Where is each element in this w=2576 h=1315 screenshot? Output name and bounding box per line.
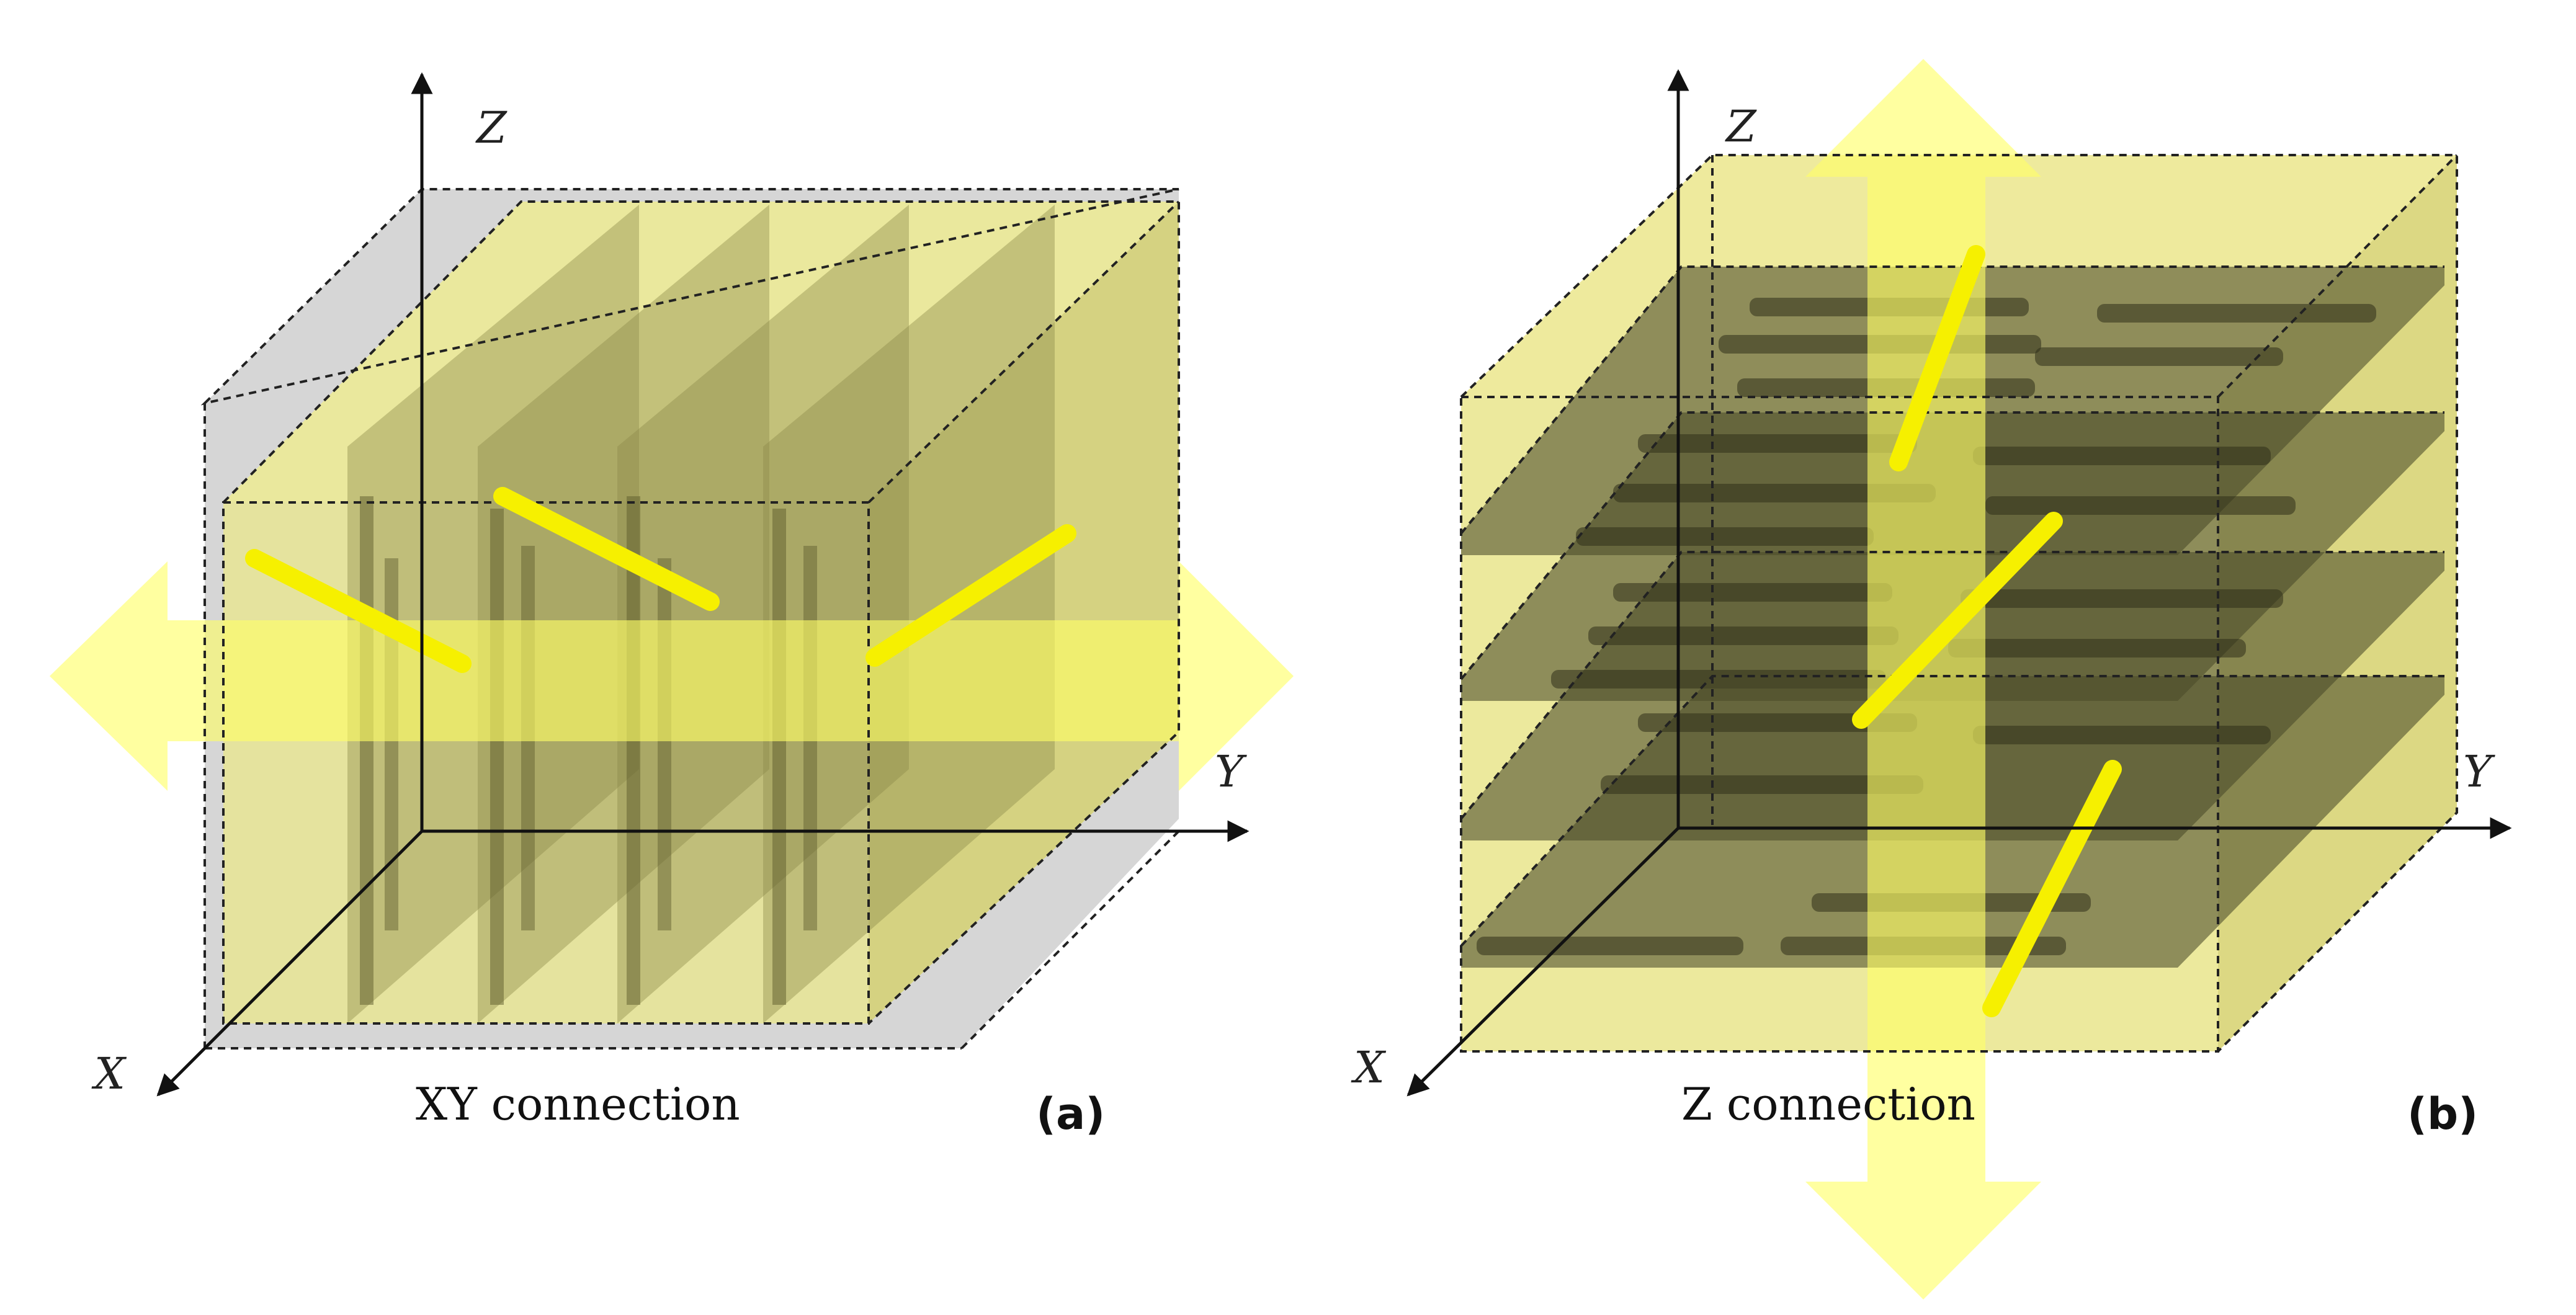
panel-b-z-double-arrow xyxy=(1805,59,2041,1299)
short-fiber xyxy=(1889,245,1985,471)
panel-a-short-fibers xyxy=(245,487,1076,673)
panel-b-y-axis-label: Y xyxy=(2463,746,2495,797)
panel-b-z-axis-label: Z xyxy=(1725,101,1757,152)
panel-b-box-outline xyxy=(1460,154,2458,1053)
panel-b-axes xyxy=(1407,69,2512,1097)
panel-a-letter: (a) xyxy=(1036,1089,1105,1139)
short-fiber xyxy=(245,549,472,673)
short-fiber xyxy=(493,487,720,611)
short-fiber xyxy=(865,524,1076,667)
panel-b-letter: (b) xyxy=(2407,1089,2478,1139)
panel-a-box-outline xyxy=(200,188,1180,1050)
panel-a: Z Y X XY connection (a) xyxy=(50,72,1294,1139)
panel-a-z-axis-label: Z xyxy=(475,102,508,153)
panel-b-short-fibers xyxy=(1852,245,2122,1017)
short-fiber xyxy=(1852,512,2063,729)
panel-b: Z Y X Z connection (b) xyxy=(1351,59,2512,1299)
panel-a-xy-double-arrow xyxy=(50,561,1294,791)
panel-a-y-axis-label: Y xyxy=(1215,746,1247,797)
panel-a-composite-box xyxy=(223,202,1179,1023)
panel-a-x-axis-label: X xyxy=(91,1048,127,1099)
panel-a-fiber-sheets xyxy=(347,205,1055,1023)
panel-a-caption: XY connection xyxy=(416,1078,740,1130)
panel-b-caption: Z connection xyxy=(1681,1078,1975,1130)
panel-b-x-axis-label: X xyxy=(1351,1042,1387,1093)
panel-a-axes xyxy=(156,72,1250,1097)
short-fiber xyxy=(1982,760,2122,1017)
